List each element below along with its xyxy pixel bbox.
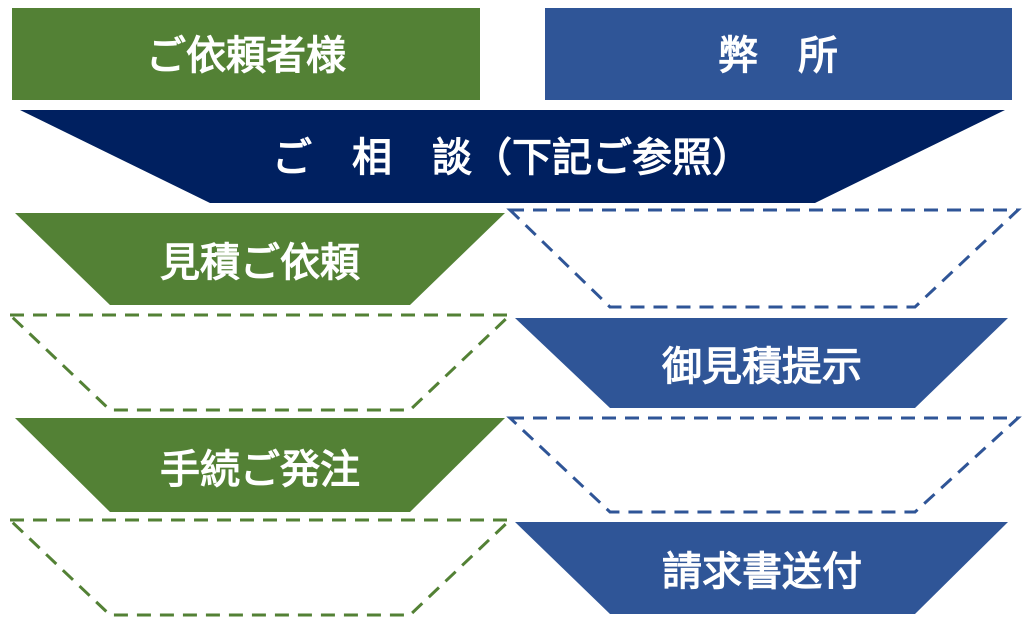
order-label: 手続ご発注 — [160, 447, 360, 493]
customer-header-box — [12, 8, 480, 100]
customer-placeholder-1 — [6, 313, 514, 412]
company-header-label: 弊 所 — [718, 33, 838, 79]
invoice-label: 請求書送付 — [662, 549, 862, 595]
company-placeholder-1 — [506, 208, 1022, 309]
consult-label: ご 相 談（下記ご参照） — [272, 135, 752, 181]
invoice-step — [515, 522, 1008, 614]
customer-header-label: ご依頼者様 — [146, 33, 347, 79]
order-step — [15, 418, 505, 512]
customer-placeholder-2 — [6, 518, 514, 617]
consult-trapezoid — [20, 110, 1005, 203]
estimate-present-step — [515, 318, 1008, 408]
company-header-box — [545, 8, 1012, 100]
estimate-request-label: 見積ご依頼 — [160, 240, 361, 286]
estimate-request-step — [15, 213, 505, 305]
estimate-present-label: 御見積提示 — [661, 344, 862, 390]
company-placeholder-2 — [506, 416, 1022, 514]
